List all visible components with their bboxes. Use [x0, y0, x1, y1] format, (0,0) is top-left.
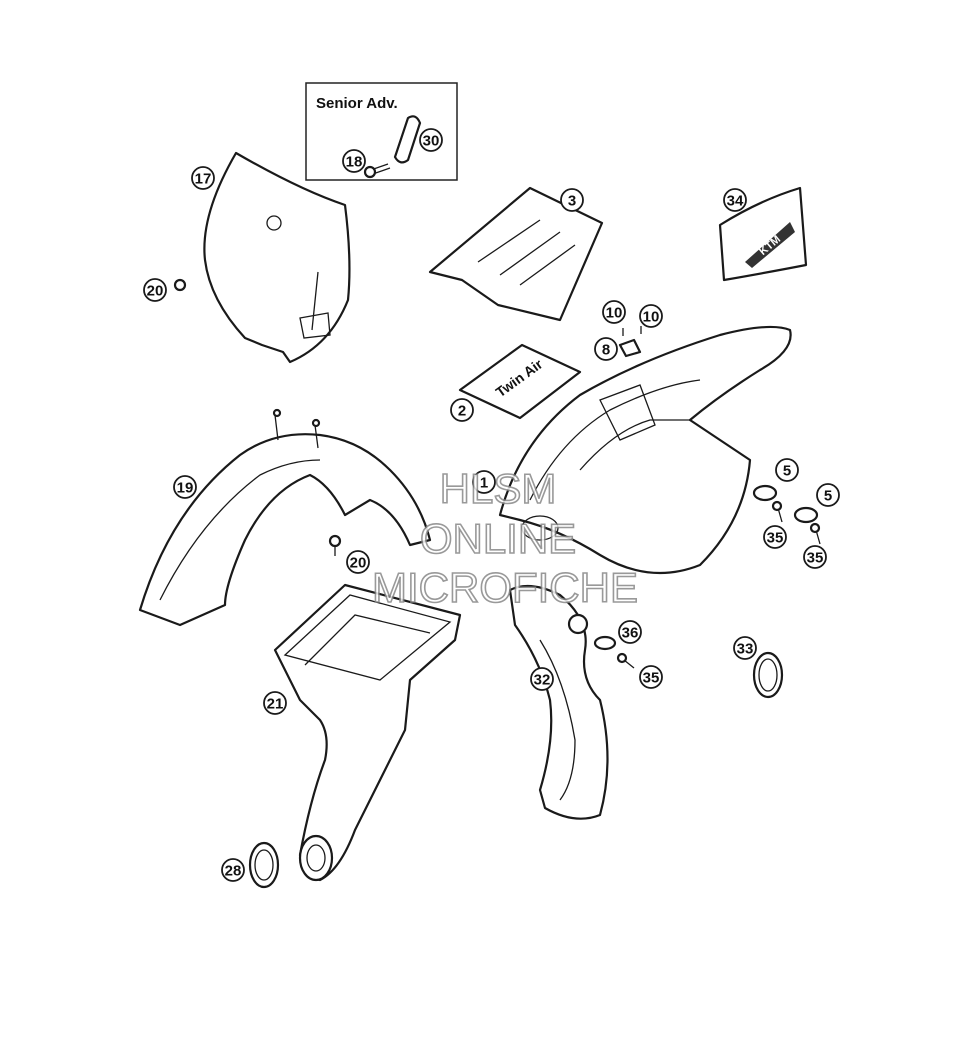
- callout-1: 1: [472, 470, 496, 494]
- number-plate-17: [173, 151, 351, 364]
- rear-fender-1: [498, 325, 792, 575]
- callout-label: 28: [225, 863, 242, 880]
- callout-5: 5: [775, 458, 799, 482]
- callout-33: 33: [733, 636, 757, 660]
- callout-label: 20: [350, 555, 367, 572]
- callout-20: 20: [346, 550, 370, 574]
- callout-34: 34: [723, 188, 747, 212]
- inset-title: Senior Adv.: [316, 95, 398, 112]
- callout-35: 35: [763, 525, 787, 549]
- watermark-line2: ONLINE: [420, 515, 576, 562]
- callout-label: 21: [267, 696, 284, 713]
- callout-8: 8: [594, 337, 618, 361]
- callout-20: 20: [143, 278, 167, 302]
- callout-label: 20: [147, 283, 164, 300]
- plate-30-part: [393, 115, 422, 164]
- bolt-20-center: [328, 534, 342, 556]
- callout-label: 35: [807, 550, 824, 567]
- cover-3: [428, 186, 604, 322]
- callout-label: 5: [783, 463, 791, 480]
- callout-3: 3: [560, 188, 584, 212]
- callout-label: 3: [568, 193, 576, 210]
- clamp-33: [752, 651, 784, 699]
- callout-label: 34: [727, 193, 744, 210]
- callout-label: 18: [346, 154, 363, 171]
- callout-label: 1: [480, 475, 488, 492]
- callout-32: 32: [530, 667, 554, 691]
- hardware-5-35-36: [593, 484, 821, 669]
- callout-label: 36: [622, 625, 639, 642]
- front-fender-19: [138, 408, 432, 627]
- watermark-line1: HLSM: [440, 465, 557, 512]
- callout-28: 28: [221, 858, 245, 882]
- callout-label: 32: [534, 672, 551, 689]
- callout-35: 35: [639, 665, 663, 689]
- clamp-28: [248, 841, 280, 889]
- callout-2: 2: [450, 398, 474, 422]
- callout-layer: 17 18 30 3 34 20 10 10 8 2 19 1 5 5 35 35 20 36 35 33 21 32 28: [143, 128, 840, 882]
- callout-label: 30: [423, 133, 440, 150]
- callout-21: 21: [263, 691, 287, 715]
- callout-label: 10: [643, 309, 660, 326]
- decal-2: Twin Air: [458, 343, 582, 420]
- screw-18-head: [363, 165, 377, 179]
- callout-label: 5: [824, 488, 832, 505]
- callout-17: 17: [191, 166, 215, 190]
- decal-34: KTM: [718, 186, 808, 282]
- callout-10: 10: [639, 304, 663, 328]
- callout-label: 17: [195, 171, 212, 188]
- callout-36: 36: [618, 620, 642, 644]
- callout-5: 5: [816, 483, 840, 507]
- watermark: HLSM ONLINE MICROFICHE: [371, 464, 639, 612]
- callout-19: 19: [173, 475, 197, 499]
- clip-8-10: [618, 326, 642, 358]
- callout-35: 35: [803, 545, 827, 569]
- callout-label: 35: [643, 670, 660, 687]
- callout-30: 30: [419, 128, 443, 152]
- callout-label: 10: [606, 305, 623, 322]
- callout-18: 18: [342, 149, 366, 173]
- callout-label: 19: [177, 480, 194, 497]
- duct-32: [508, 584, 609, 820]
- callout-label: 2: [458, 403, 466, 420]
- watermark-line3: MICROFICHE: [372, 564, 638, 611]
- callout-label: 33: [737, 641, 754, 658]
- callout-label: 35: [767, 530, 784, 547]
- callout-label: 8: [602, 342, 610, 359]
- airbox-21: [273, 583, 462, 882]
- callout-10: 10: [602, 300, 626, 324]
